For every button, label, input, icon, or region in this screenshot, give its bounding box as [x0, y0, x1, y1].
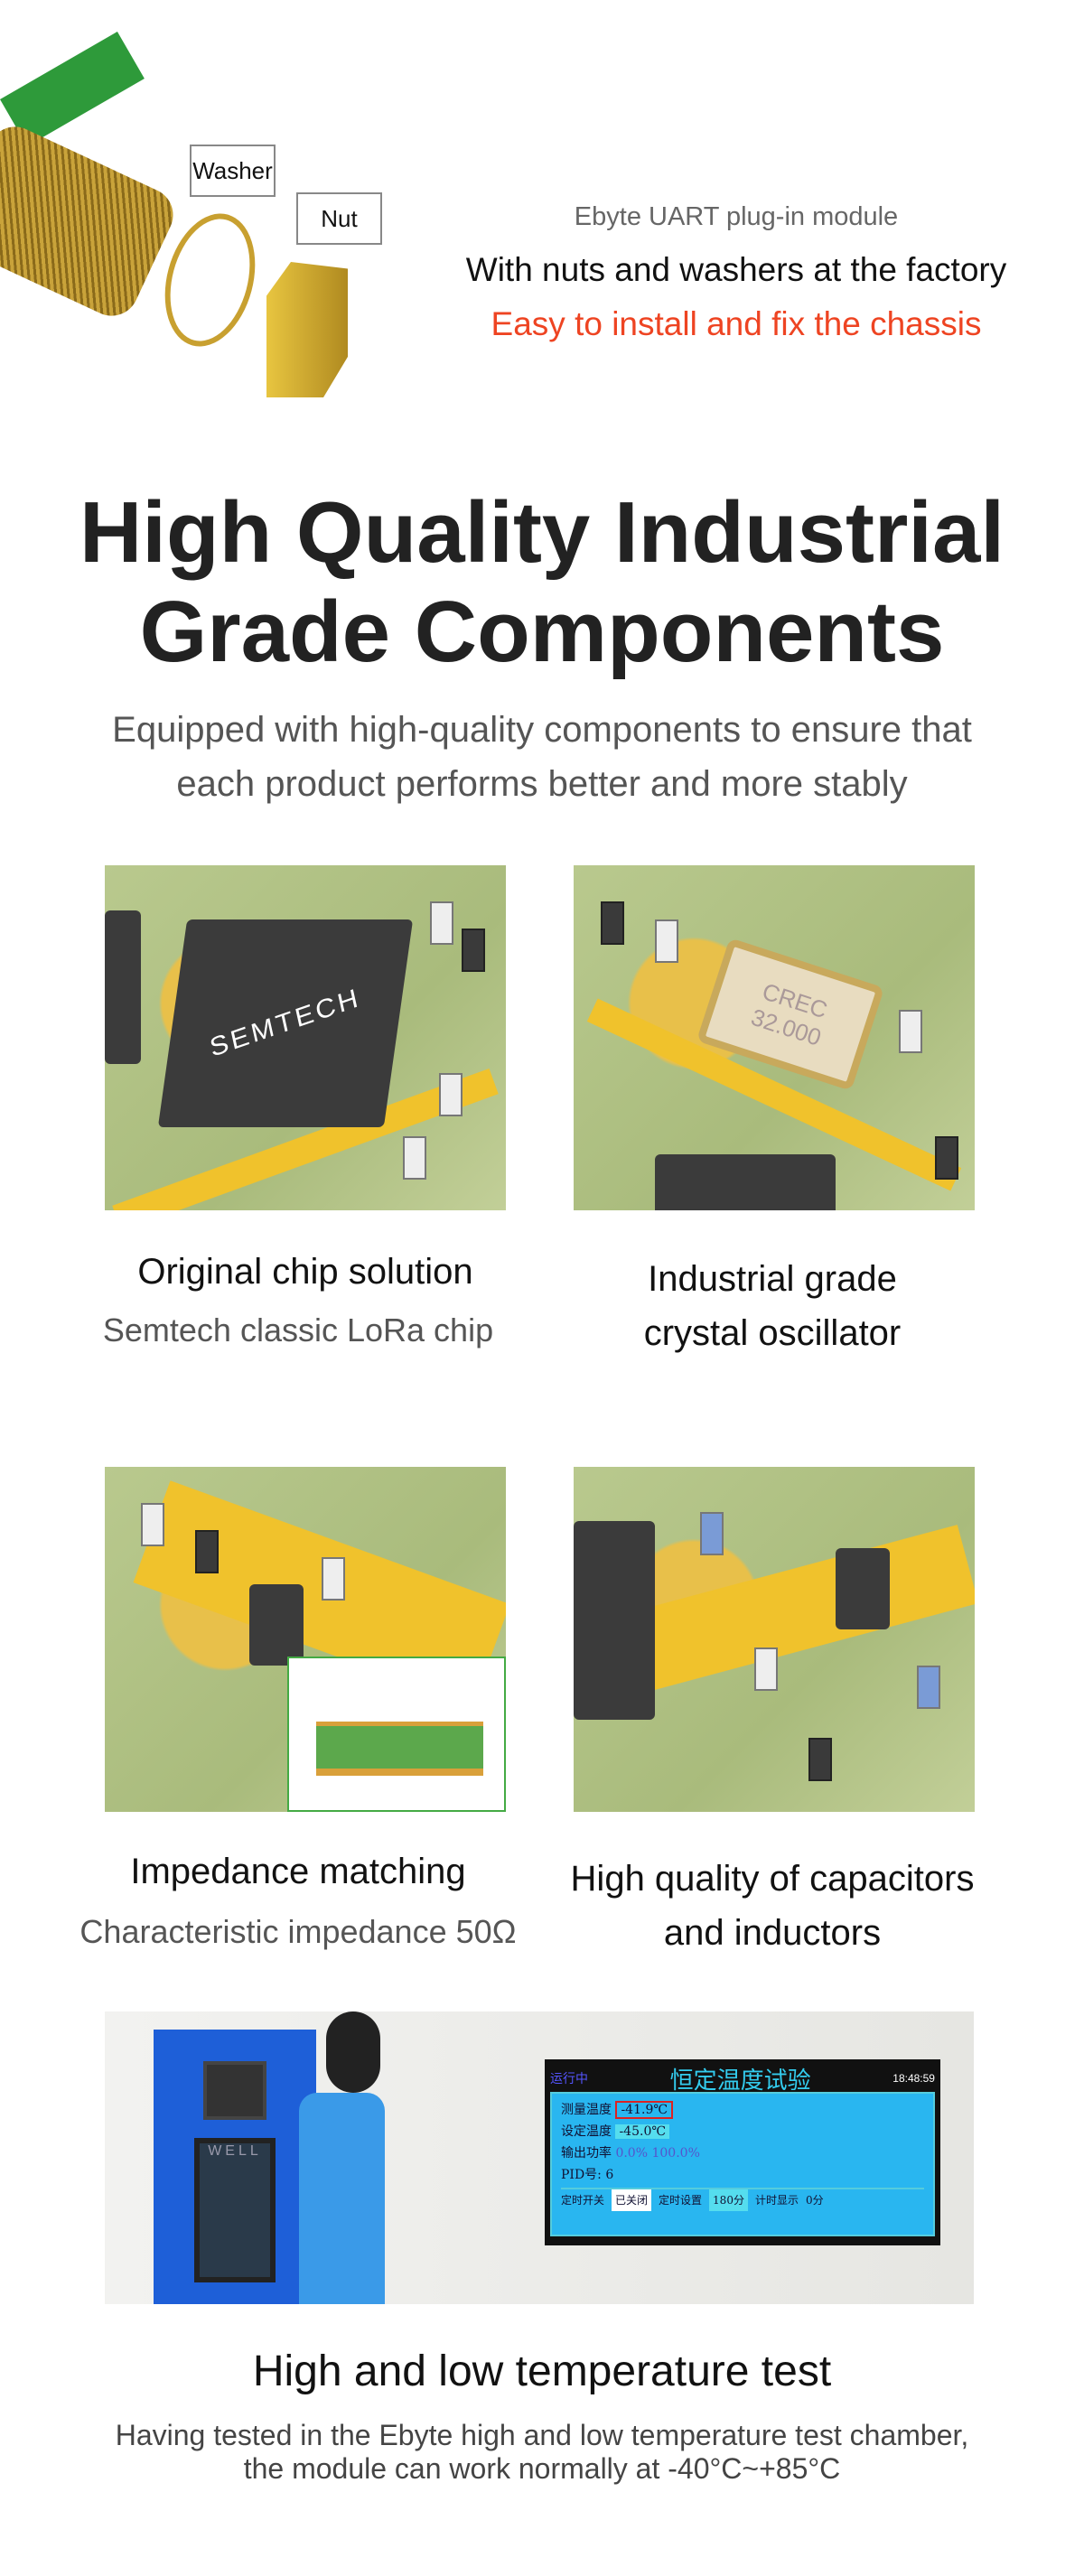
- nut-image: [266, 262, 348, 397]
- sma-connector: [0, 117, 182, 325]
- temp-test-desc: Having tested in the Ebyte high and low …: [0, 2419, 1084, 2486]
- temp-test-desc-line2: the module can work normally at -40°C~+8…: [243, 2452, 841, 2485]
- measured-label: 测量温度: [561, 2103, 612, 2117]
- timer-state: 已关闭: [612, 2189, 652, 2211]
- feature-title-line2: and inductors: [663, 1913, 882, 1953]
- section-subtitle: Equipped with high-quality components to…: [54, 703, 1030, 811]
- component: [917, 1666, 940, 1709]
- chamber-window: WELL: [194, 2138, 276, 2282]
- screen-status: 运行中: [550, 2071, 588, 2086]
- component: [195, 1530, 219, 1573]
- component: [935, 1136, 958, 1180]
- feature-title-line1: High quality of capacitors: [570, 1859, 975, 1899]
- count-value: 0分: [805, 2194, 824, 2207]
- set-label: 设定温度: [561, 2124, 612, 2139]
- chip: [249, 1584, 304, 1666]
- component: [700, 1512, 724, 1555]
- chamber-screen: [203, 2061, 266, 2120]
- semtech-chip: SEMTECH: [157, 919, 414, 1127]
- feature-title-line1: Industrial grade: [648, 1259, 897, 1299]
- component: [439, 1073, 463, 1116]
- screen-title: 恒定温度试验: [669, 2066, 811, 2094]
- component: [899, 1010, 922, 1053]
- side-chip: [105, 910, 141, 1064]
- component: [808, 1738, 832, 1781]
- component: [430, 901, 453, 945]
- semtech-chip-image: SEMTECH: [105, 865, 506, 1210]
- output-value-2: 100.0%: [651, 2146, 700, 2161]
- screen-time: 18:48:59: [892, 2072, 935, 2085]
- temperature-test-photo: WELL: [105, 2011, 974, 2304]
- component: [141, 1503, 164, 1546]
- feature-title: High quality of capacitors and inductors: [519, 1852, 1025, 1960]
- crystal-oscillator-image: CREC 32.000: [574, 865, 975, 1210]
- section-subtitle-line2: each product performs better and more st…: [176, 764, 908, 804]
- component: [601, 901, 624, 945]
- intro-install-text: Easy to install and fix the chassis: [491, 305, 982, 342]
- temp-test-title: High and low temperature test: [252, 2347, 832, 2395]
- feature-title-line2: crystal oscillator: [643, 1313, 902, 1353]
- nut-label: Nut: [296, 192, 382, 245]
- component: [754, 1647, 778, 1691]
- timer-label: 定时开关: [561, 2194, 605, 2207]
- feature-desc: Characteristic impedance 50Ω: [79, 1913, 517, 1950]
- measured-value: -41.9℃: [615, 2101, 674, 2119]
- connector-illustration: [0, 32, 416, 415]
- test-chamber: WELL: [154, 2030, 316, 2304]
- substrate: [316, 1722, 483, 1776]
- feature-desc: Semtech classic LoRa chip: [102, 1311, 494, 1349]
- set-value: -45.0℃: [615, 2124, 670, 2139]
- chip: [836, 1548, 890, 1629]
- section-subtitle-line1: Equipped with high-quality components to…: [112, 710, 972, 750]
- capacitors-inductors-image: [574, 1467, 975, 1812]
- output-value-1: 0.0%: [615, 2146, 649, 2161]
- pid-value: 6: [605, 2168, 614, 2182]
- feature-title: Impedance matching: [130, 1852, 466, 1891]
- component: [655, 919, 678, 963]
- washer-label: Washer: [190, 145, 276, 197]
- chamber-brand: WELL: [208, 2143, 262, 2159]
- timer-set-value: 180分: [709, 2189, 748, 2211]
- timer-set-label: 定时设置: [659, 2194, 703, 2207]
- section-title: High Quality Industrial Grade Components: [0, 483, 1084, 682]
- chip: [574, 1521, 655, 1720]
- pid-label: PID号:: [561, 2168, 602, 2182]
- count-label: 计时显示: [754, 2194, 799, 2207]
- output-label: 输出功率: [561, 2146, 612, 2161]
- section-title-line2: Grade Components: [139, 583, 945, 680]
- impedance-diagram: [287, 1657, 506, 1812]
- technician: [290, 2011, 389, 2304]
- section-title-line1: High Quality Industrial: [79, 484, 1005, 581]
- impedance-matching-image: [105, 1467, 506, 1812]
- chip: [655, 1154, 836, 1210]
- chip-brand: SEMTECH: [207, 983, 364, 1063]
- feature-title: Original chip solution: [137, 1252, 473, 1292]
- feature-title: Industrial grade crystal oscillator: [519, 1252, 1025, 1360]
- temp-test-desc-line1: Having tested in the Ebyte high and low …: [115, 2419, 969, 2451]
- controller-screen: 运行中 恒定温度试验 18:48:59 测量温度 -41.9℃ 设定温度 -45…: [545, 2059, 940, 2245]
- component: [403, 1136, 426, 1180]
- intro-factory-text: With nuts and washers at the factory: [465, 251, 1007, 288]
- component: [322, 1557, 345, 1601]
- component: [462, 929, 485, 972]
- intro-module-name: Ebyte UART plug-in module: [574, 202, 899, 231]
